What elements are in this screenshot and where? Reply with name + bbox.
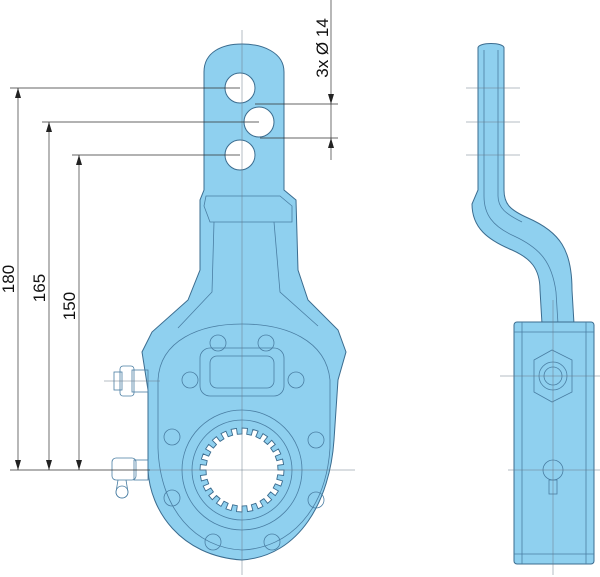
arm-flange	[203, 195, 293, 223]
bolt	[163, 489, 181, 507]
arm-rib-right	[273, 221, 319, 327]
side-view	[466, 43, 600, 575]
arrow	[328, 138, 334, 148]
dimension-lines: 180 165 150 3x Ø 14	[0, 0, 338, 471]
side-arm-detail-2	[497, 50, 523, 223]
arrow	[15, 88, 21, 98]
hole-spec-label: 3x Ø 14	[313, 18, 332, 78]
dimension-label-150: 150	[60, 292, 79, 320]
front-view	[104, 30, 355, 575]
bolt	[263, 533, 281, 551]
side-view-housing	[513, 321, 595, 565]
arrow	[15, 460, 21, 470]
bolt	[257, 334, 275, 352]
bolt	[204, 533, 222, 551]
housing	[157, 323, 331, 551]
bolt	[163, 428, 181, 446]
arrow	[46, 460, 52, 470]
arrow	[76, 155, 82, 165]
bolt	[287, 371, 305, 389]
arrow	[46, 122, 52, 132]
bolt	[181, 371, 199, 389]
arrow	[76, 460, 82, 470]
bolt	[307, 431, 325, 449]
housing-bolts	[163, 334, 325, 551]
dimension-label-180: 180	[0, 265, 18, 293]
side-view-arm	[471, 43, 575, 325]
dimension-label-165: 165	[30, 274, 49, 302]
bolt	[307, 491, 325, 509]
arrow	[328, 94, 334, 104]
side-arm-detail	[483, 50, 559, 325]
bolt	[209, 334, 227, 352]
side-hex-nut	[533, 349, 573, 403]
arm-rib-left	[177, 221, 215, 329]
grease-nipple	[111, 457, 149, 499]
